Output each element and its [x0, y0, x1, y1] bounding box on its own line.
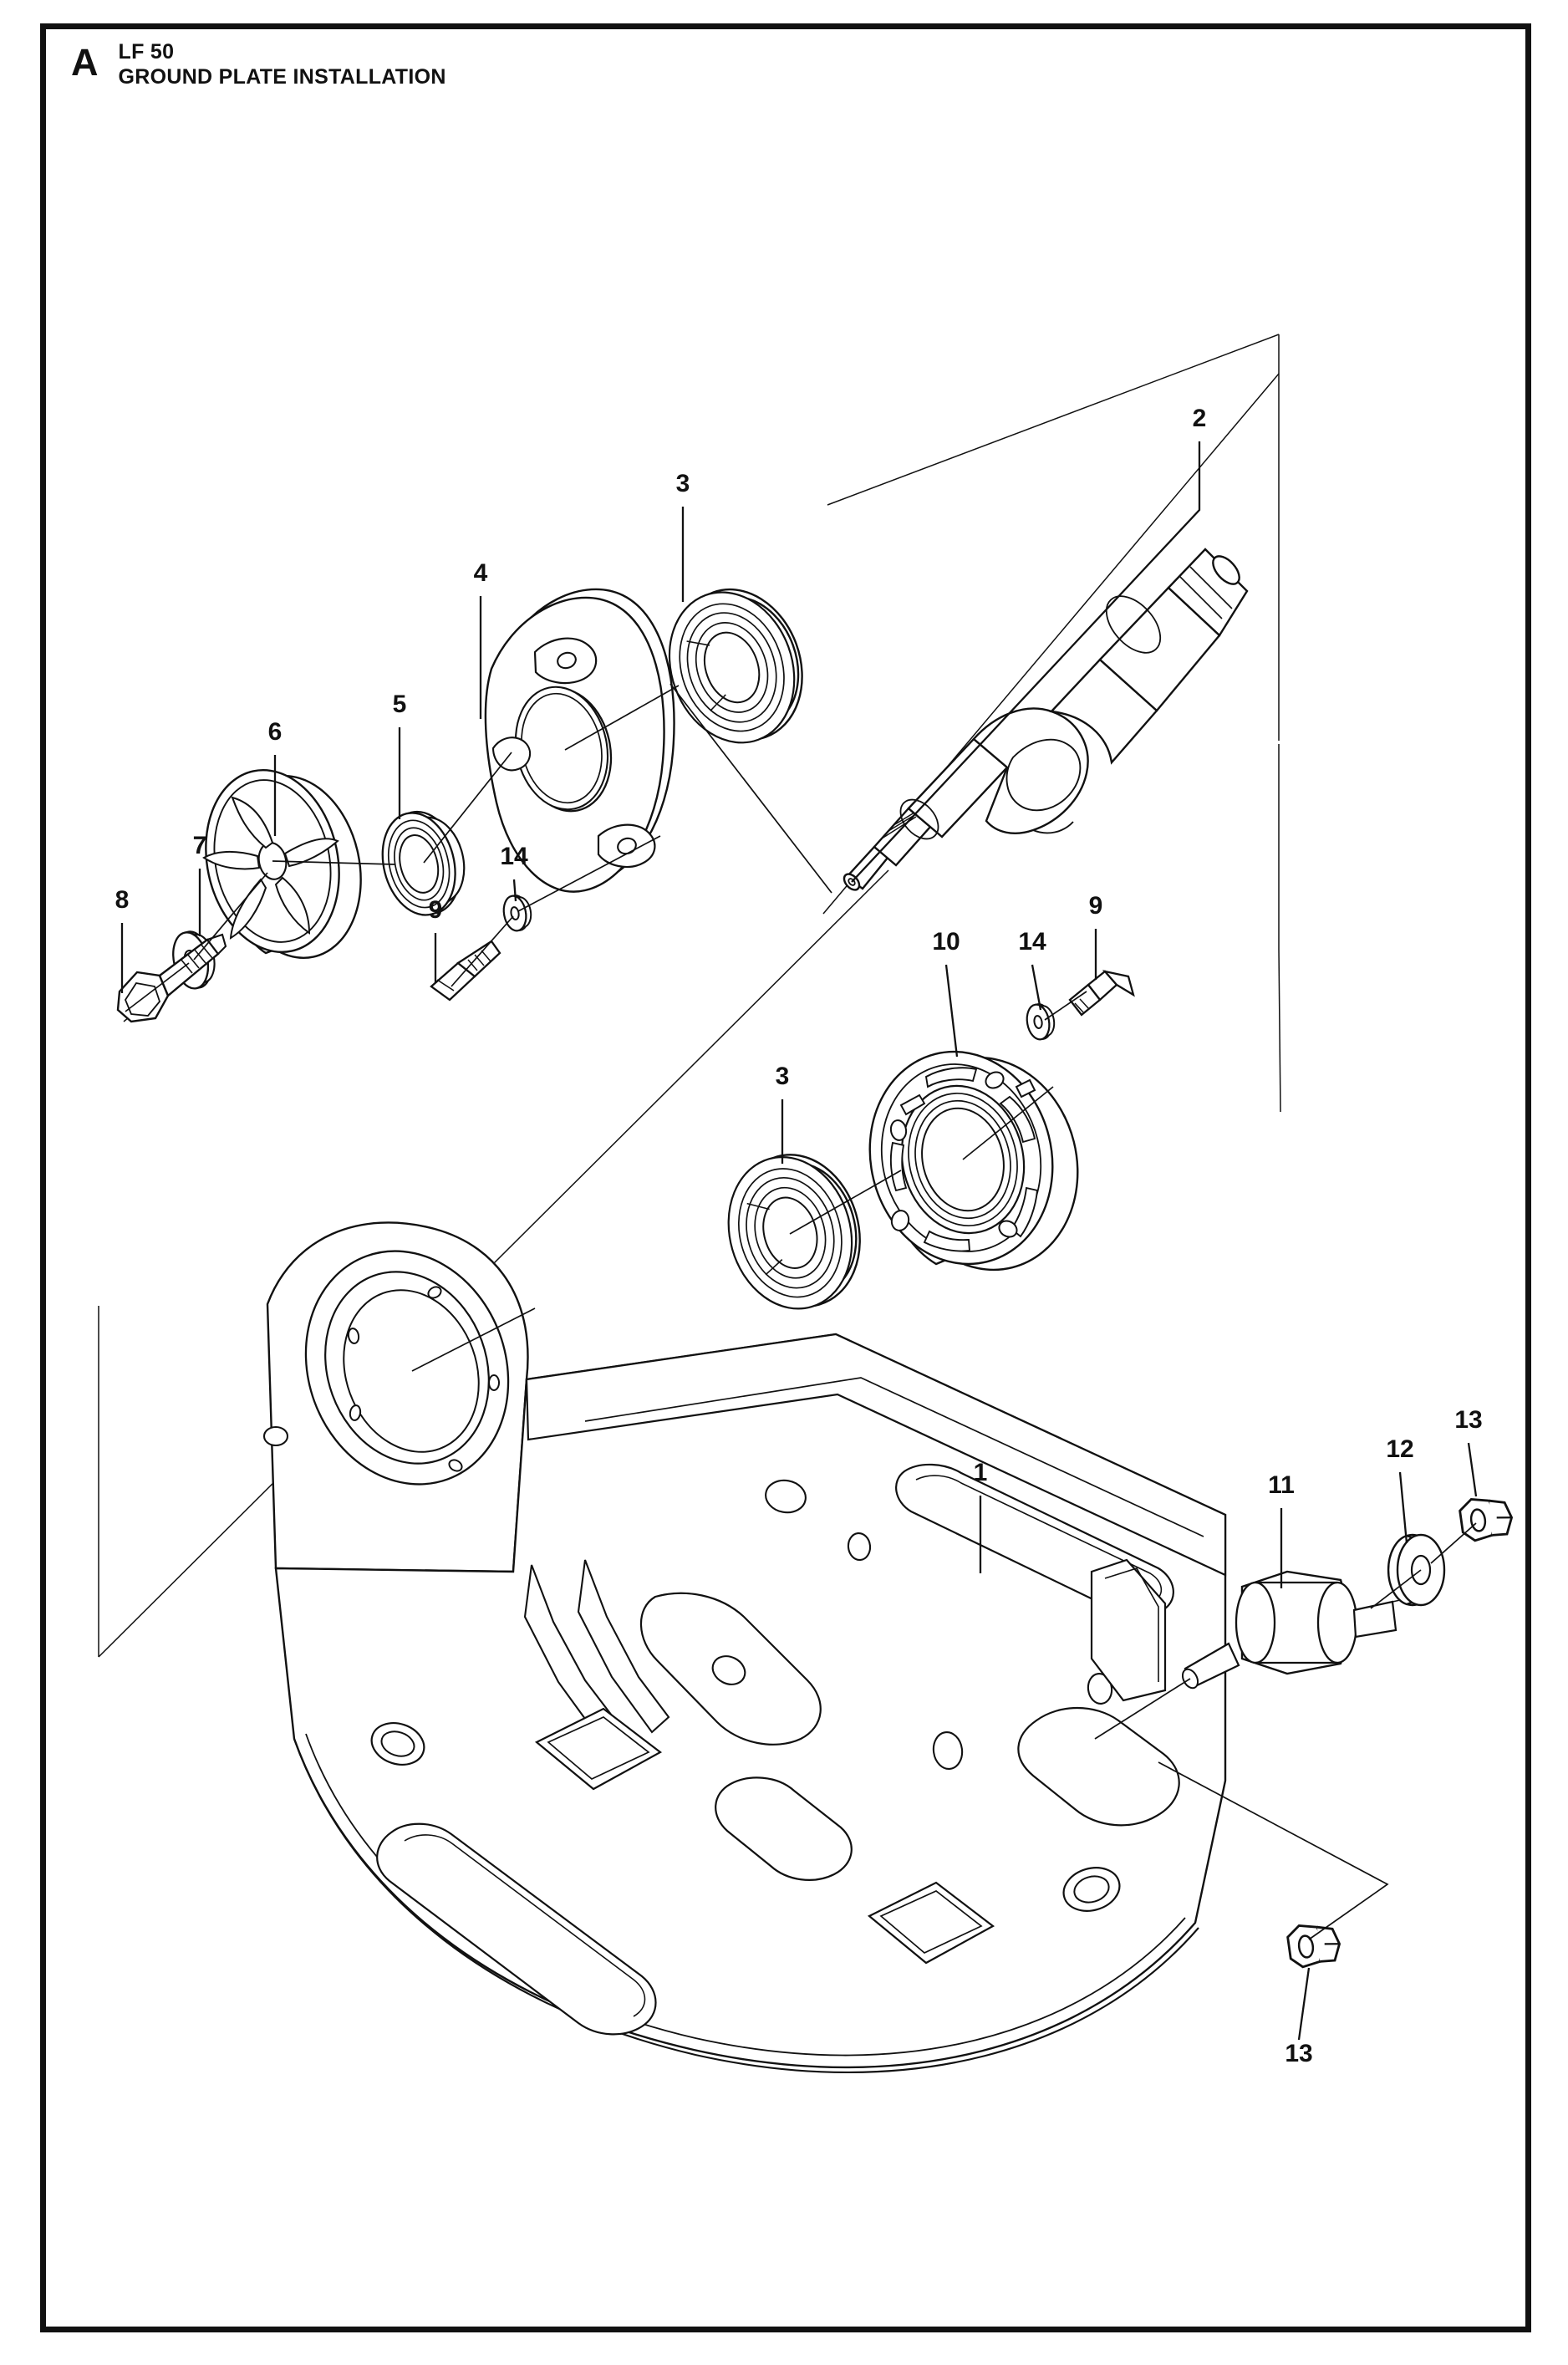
part-hex-flange-bolt	[116, 933, 227, 1023]
part-ground-plate	[262, 1221, 1227, 2074]
part-oil-seal	[381, 810, 466, 916]
callout-number-ball-bearing-upper: 3	[675, 470, 690, 497]
callout-number-seal-retainer-flange: 10	[932, 928, 960, 956]
callout-number-eccentric-shaft: 2	[1192, 405, 1207, 432]
title-block: A LF 50 GROUND PLATE INSTALLATION	[71, 40, 446, 89]
callout-number-ball-bearing-lower: 3	[775, 1063, 790, 1090]
callout-number-hex-flange-nut-upper: 13	[1454, 1406, 1483, 1434]
callout-leader-lines	[120, 441, 1478, 2041]
part-lock-washer-cover	[500, 892, 535, 934]
callout-number-hex-bolt-flange: 9	[1088, 892, 1103, 920]
part-hex-flange-nut-lower	[1285, 1919, 1343, 1970]
callout-number-flat-washer: 7	[192, 832, 207, 859]
model-name: LF 50	[118, 40, 175, 64]
part-seal-retainer-flange	[868, 1050, 1079, 1272]
section-letter: A	[71, 41, 99, 84]
callout-number-hex-flange-nut-lower: 13	[1285, 2040, 1313, 2067]
part-eccentric-shaft	[822, 373, 1280, 915]
part-rubber-vibration-mount	[1181, 1570, 1432, 1690]
callout-number-lock-washer-flange: 14	[1018, 928, 1046, 956]
callout-number-oil-seal: 5	[392, 691, 407, 718]
assembly-alignment-lines	[125, 683, 1477, 1940]
callout-number-rubber-vibration-mount: 11	[1268, 1471, 1295, 1499]
part-hex-bolt-flange	[1068, 970, 1135, 1017]
callout-number-hex-bolt-cover: 9	[428, 896, 443, 924]
callout-number-mount-washer: 12	[1386, 1435, 1414, 1463]
callout-number-lock-washer-cover: 14	[500, 843, 528, 870]
part-hex-flange-nut-upper	[1457, 1492, 1515, 1544]
callout-number-ground-plate-base: 1	[973, 1459, 988, 1486]
callout-number-bearing-cover-plate: 4	[473, 559, 488, 587]
callout-number-hex-flange-bolt: 8	[115, 886, 130, 914]
part-mount-washer	[1387, 1533, 1446, 1607]
callout-number-pulley-flywheel: 6	[267, 718, 283, 746]
diagram-subject: GROUND PLATE INSTALLATION	[118, 64, 446, 89]
